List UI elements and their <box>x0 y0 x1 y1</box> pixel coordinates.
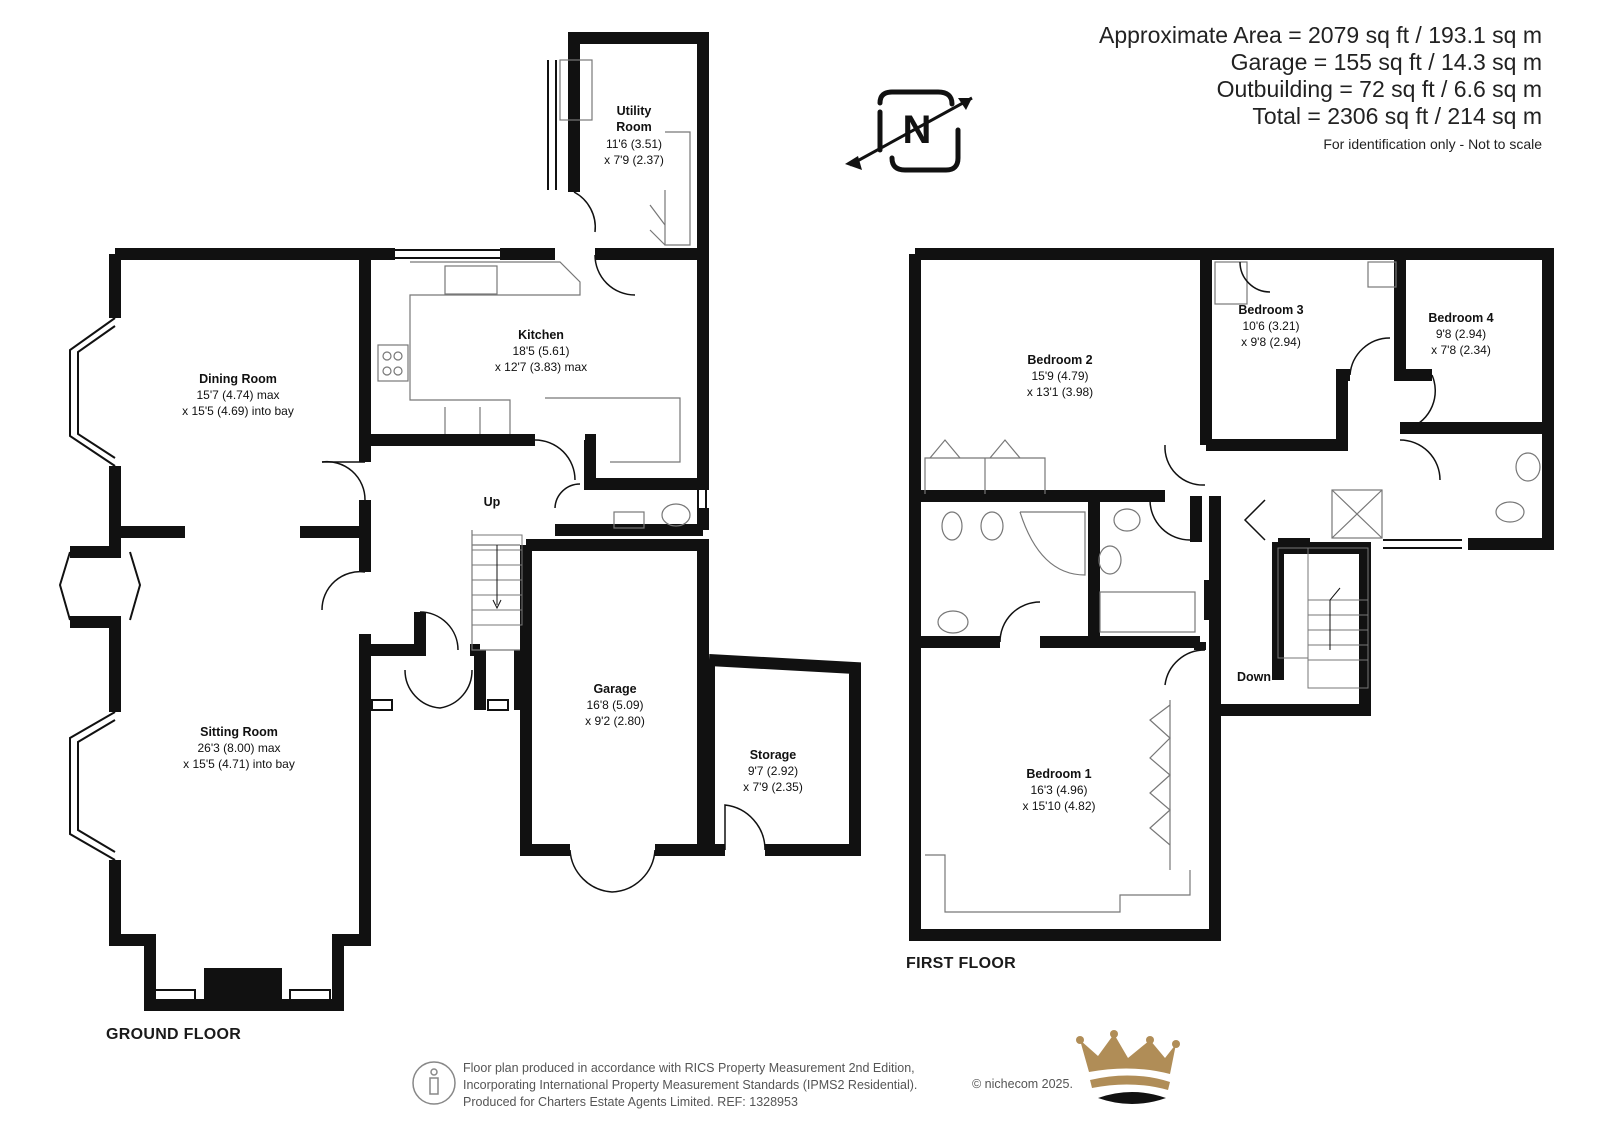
compass-icon <box>877 89 961 173</box>
bedroom-1-dim-2: x 15'10 (4.82) <box>1022 799 1095 813</box>
stairs-down-label: Down <box>1237 670 1271 684</box>
crown-logo <box>1076 1030 1180 1104</box>
dining-room-dim-2: x 15'5 (4.69) into bay <box>182 404 294 418</box>
utility-room-name-2: Room <box>616 120 651 134</box>
bedroom-4-name: Bedroom 4 <box>1428 311 1493 325</box>
ground-floor-windows <box>58 60 707 1001</box>
utility-room-name-1: Utility <box>617 104 652 118</box>
utility-room-dim-2: x 7'9 (2.37) <box>604 153 664 167</box>
copyright: © nichecom 2025. <box>972 1077 1073 1091</box>
kitchen-fittings <box>377 59 691 651</box>
dining-room-dim-1: 15'7 (4.74) max <box>197 388 280 402</box>
ground-floor-label: GROUND FLOOR <box>106 1026 242 1043</box>
approximate-area: Approximate Area = 2079 sq ft / 193.1 sq… <box>1098 22 1542 48</box>
garage-area: Garage = 155 sq ft / 14.3 sq m <box>1230 49 1542 75</box>
footer-line-3: Produced for Charters Estate Agents Limi… <box>463 1095 798 1109</box>
bedroom-2-dim-2: x 13'1 (3.98) <box>1027 385 1093 399</box>
storage-name: Storage <box>750 748 797 762</box>
bedroom-1-name: Bedroom 1 <box>1026 767 1091 781</box>
garage-dim-2: x 9'2 (2.80) <box>585 714 645 728</box>
kitchen-dim-1: 18'5 (5.61) <box>513 344 570 358</box>
first-floor-label: FIRST FLOOR <box>906 955 1016 972</box>
garage-dim-1: 16'8 (5.09) <box>587 698 644 712</box>
door-swings <box>321 191 766 893</box>
bedroom-3-dim-2: x 9'8 (2.94) <box>1241 335 1301 349</box>
footer-line-1: Floor plan produced in accordance with R… <box>463 1061 915 1075</box>
garage-name: Garage <box>593 682 636 696</box>
storage-dim-1: 9'7 (2.92) <box>748 764 798 778</box>
stairs-up-label: Up <box>484 495 501 509</box>
footer-text: Floor plan produced in accordance with R… <box>463 1060 917 1111</box>
bedroom-3-dim-1: 10'6 (3.21) <box>1243 319 1300 333</box>
person-icon <box>412 1061 456 1105</box>
outbuilding-area: Outbuilding = 72 sq ft / 6.6 sq m <box>1216 76 1542 102</box>
sitting-room-dim-2: x 15'5 (4.71) into bay <box>183 757 295 771</box>
north-compass: N <box>845 89 973 173</box>
bedroom-4-dim-1: 9'8 (2.94) <box>1436 327 1486 341</box>
bedroom-1-dim-1: 16'3 (4.96) <box>1031 783 1088 797</box>
storage-dim-2: x 7'9 (2.35) <box>743 780 803 794</box>
first-staircase <box>1277 547 1369 689</box>
ground-floor-walls <box>70 32 861 1005</box>
fireplace <box>204 968 282 1005</box>
bedroom-4-dim-2: x 7'8 (2.34) <box>1431 343 1491 357</box>
footer-line-2: Incorporating International Property Mea… <box>463 1078 918 1092</box>
kitchen-dim-2: x 12'7 (3.83) max <box>495 360 587 374</box>
bedroom-3-name: Bedroom 3 <box>1238 303 1303 317</box>
first-floor-fittings <box>924 261 1541 913</box>
dining-room-name: Dining Room <box>199 372 277 386</box>
sitting-room-dim-1: 26'3 (8.00) max <box>198 741 281 755</box>
total-area: Total = 2306 sq ft / 214 sq m <box>1252 103 1542 129</box>
first-floor-walls <box>909 248 1554 941</box>
first-floor-windows <box>910 249 1500 940</box>
first-floor-door-swings <box>999 261 1441 686</box>
bedroom-2-dim-1: 15'9 (4.79) <box>1032 369 1089 383</box>
ground-staircase <box>471 534 523 626</box>
bedroom-2-name: Bedroom 2 <box>1027 353 1092 367</box>
identification-note: For identification only - Not to scale <box>1323 136 1542 152</box>
area-summary: Approximate Area = 2079 sq ft / 193.1 sq… <box>1099 22 1542 152</box>
kitchen-name: Kitchen <box>518 328 564 342</box>
compass-letter: N <box>903 108 932 152</box>
sitting-room-name: Sitting Room <box>200 725 278 739</box>
utility-room-dim-1: 11'6 (3.51) <box>606 137 662 151</box>
